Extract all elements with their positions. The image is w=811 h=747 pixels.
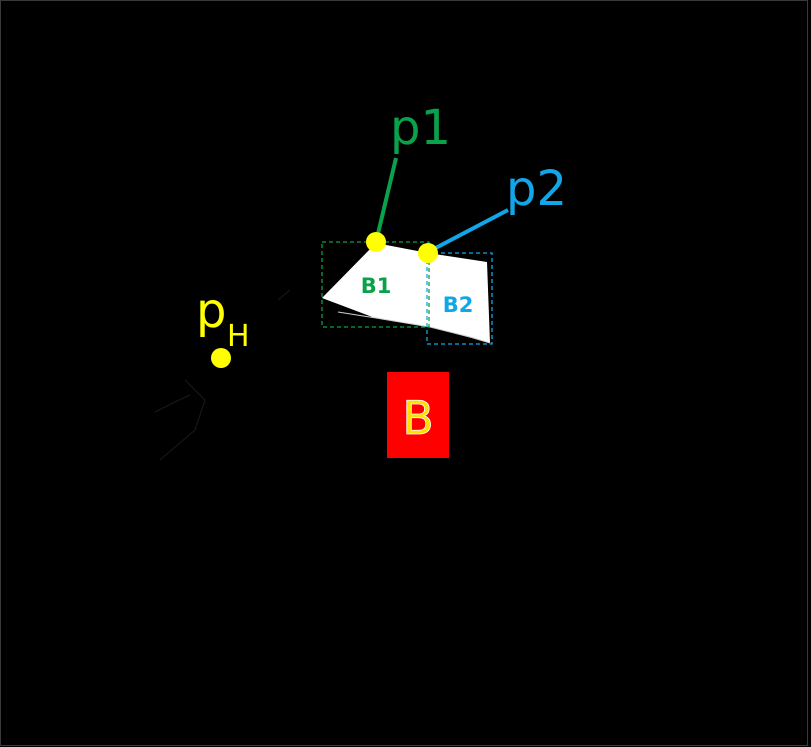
ph-subscript: H <box>227 319 250 354</box>
p2-point <box>418 243 438 263</box>
b2-label: B2 <box>443 293 474 317</box>
b1-box <box>321 241 430 328</box>
ph-label: p <box>196 283 226 339</box>
b-red-box <box>387 372 449 458</box>
white-object-shape <box>322 243 490 343</box>
p1-leader-line <box>374 157 398 243</box>
p1-label: p1 <box>390 100 451 156</box>
p1-point <box>366 232 386 252</box>
shape-edge <box>337 311 491 344</box>
faint-artifacts <box>154 289 291 461</box>
p2-label: p2 <box>506 161 567 217</box>
b1-label: B1 <box>361 274 392 298</box>
b-label: B <box>402 391 434 445</box>
b2-box <box>426 252 493 345</box>
p2-leader-line <box>427 208 509 254</box>
ph-point <box>211 348 231 368</box>
